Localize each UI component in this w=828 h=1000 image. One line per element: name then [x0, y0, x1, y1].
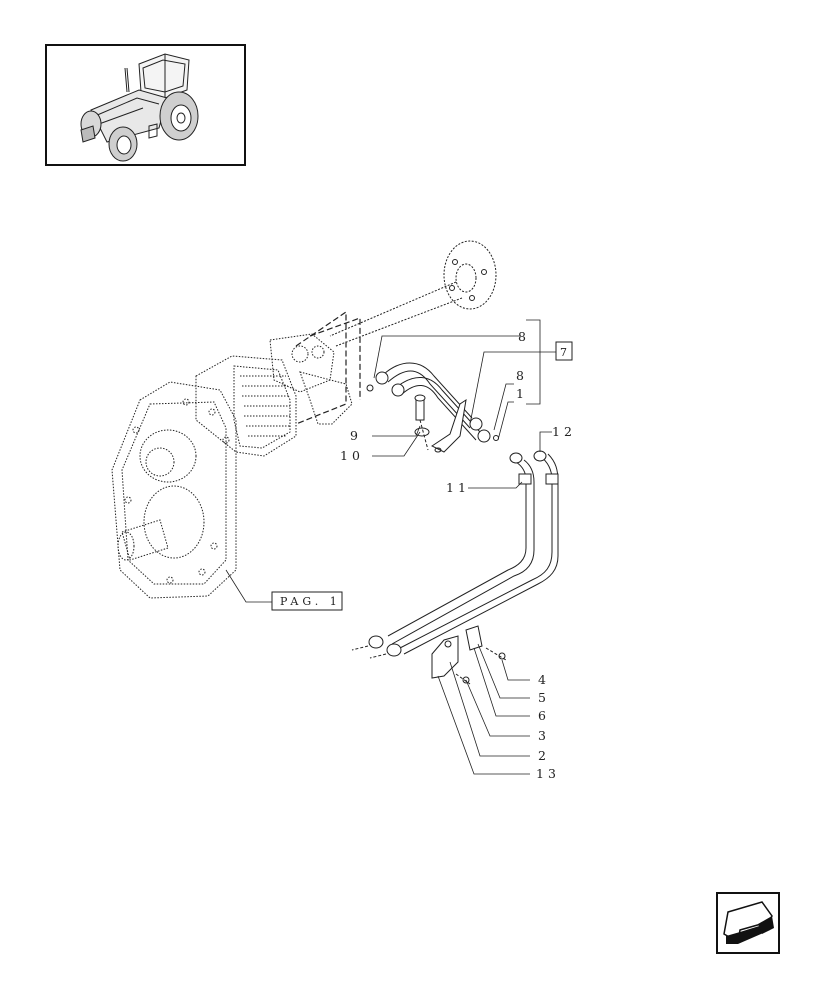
callout-6: 6 — [538, 708, 550, 723]
bolt-and-washer — [414, 394, 430, 451]
hose-bracket — [431, 398, 467, 453]
upper-hoses — [366, 362, 499, 443]
callout-4: 4 — [538, 672, 550, 687]
callout-8-mid: 8 — [516, 368, 528, 383]
next-page-arrow-icon — [723, 901, 774, 944]
callout-12: 12 — [552, 424, 576, 439]
tractor-thumbnail — [45, 44, 246, 166]
leader-lines — [225, 319, 556, 775]
tractor-thumbnail-icon — [80, 53, 199, 162]
lower-hoses — [351, 450, 559, 659]
group-ref-label: 7 — [560, 346, 571, 359]
assembly-boundary — [295, 310, 361, 425]
callout-5: 5 — [538, 690, 550, 705]
callout-8-top: 8 — [518, 329, 530, 344]
lower-clamp — [431, 625, 507, 685]
drive-shaft — [329, 240, 497, 347]
callout-2: 2 — [538, 748, 550, 763]
callout-9: 9 — [350, 428, 362, 443]
callout-1: 1 — [516, 386, 528, 401]
group-ref-box — [555, 341, 573, 361]
page-ref-label: PAG. 1 — [280, 595, 341, 608]
callout-10: 10 — [340, 448, 364, 463]
gearbox-housing — [111, 333, 353, 599]
callout-11: 11 — [446, 480, 470, 495]
callout-3: 3 — [538, 728, 550, 743]
next-page-button[interactable] — [716, 892, 780, 954]
callout-13: 13 — [536, 766, 560, 781]
page-ref-box — [271, 591, 343, 611]
